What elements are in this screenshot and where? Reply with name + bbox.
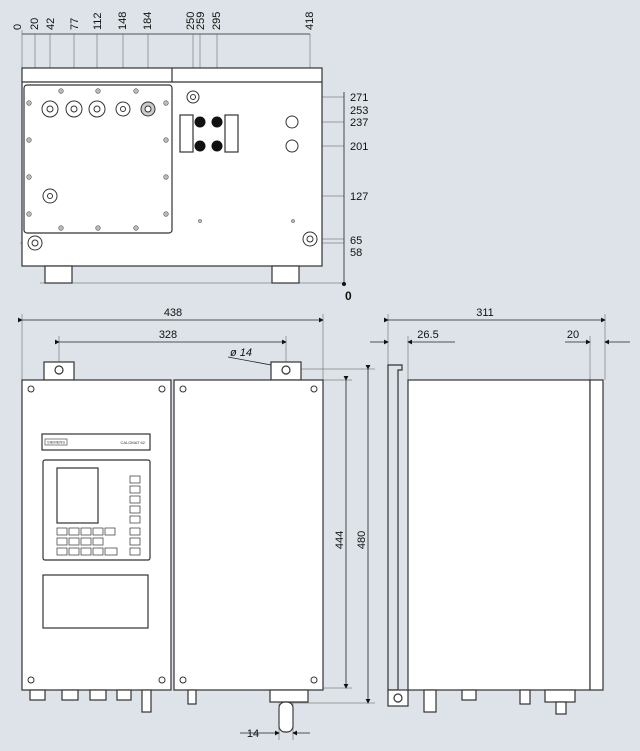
dim-height-444: 444 — [334, 531, 346, 549]
dim-hole-spacing-328: 328 — [159, 329, 177, 341]
dim-y-201: 201 — [350, 141, 368, 153]
top-view: 0 20 42 77 112 148 184 250 259 295 418 2… — [12, 12, 368, 303]
dim-y-271: 271 — [350, 92, 368, 104]
gland-icon — [27, 90, 318, 251]
dim-x-259: 259 — [195, 12, 207, 30]
dim-x-112: 112 — [92, 12, 104, 30]
dim-x-418: 418 — [304, 12, 316, 30]
dim-y-0: 0 — [345, 289, 352, 303]
dim-offset-14: 14 — [247, 728, 259, 740]
dim-x-77: 77 — [69, 18, 81, 30]
screw-icon — [27, 385, 318, 684]
screw-icon — [26, 88, 295, 231]
dim-y-127: 127 — [350, 191, 368, 203]
dim-x-184: 184 — [142, 12, 154, 30]
fitting-icon — [194, 116, 223, 152]
keypad — [56, 475, 141, 556]
dim-x-20: 20 — [29, 18, 41, 30]
model-label: CALOMAT 62 — [120, 440, 145, 445]
dim-x-148: 148 — [117, 12, 129, 30]
gland-icon — [29, 689, 309, 733]
front-view: SIEMENS CALOMAT 62 438 328 ø 14 444 480 … — [18, 307, 375, 740]
dim-height-480: 480 — [356, 531, 368, 549]
side-view: 311 26.5 20 — [370, 307, 630, 715]
dim-rail-offset: 26.5 — [417, 329, 438, 341]
dim-y-237: 237 — [350, 117, 368, 129]
dim-depth-311: 311 — [476, 307, 494, 319]
gland-icon — [423, 689, 576, 715]
brand-label: SIEMENS — [47, 440, 65, 445]
dim-hole-diameter: ø 14 — [230, 347, 252, 359]
dim-back-offset: 20 — [567, 329, 579, 341]
dim-x-250: 250 — [185, 12, 197, 30]
dim-y-58: 58 — [350, 247, 362, 259]
dim-x-42: 42 — [45, 18, 57, 30]
dim-x-295: 295 — [211, 12, 223, 30]
dim-y-65: 65 — [350, 235, 362, 247]
dim-y-253: 253 — [350, 105, 368, 117]
dim-x-0: 0 — [12, 24, 24, 30]
dim-width-438: 438 — [164, 307, 182, 319]
